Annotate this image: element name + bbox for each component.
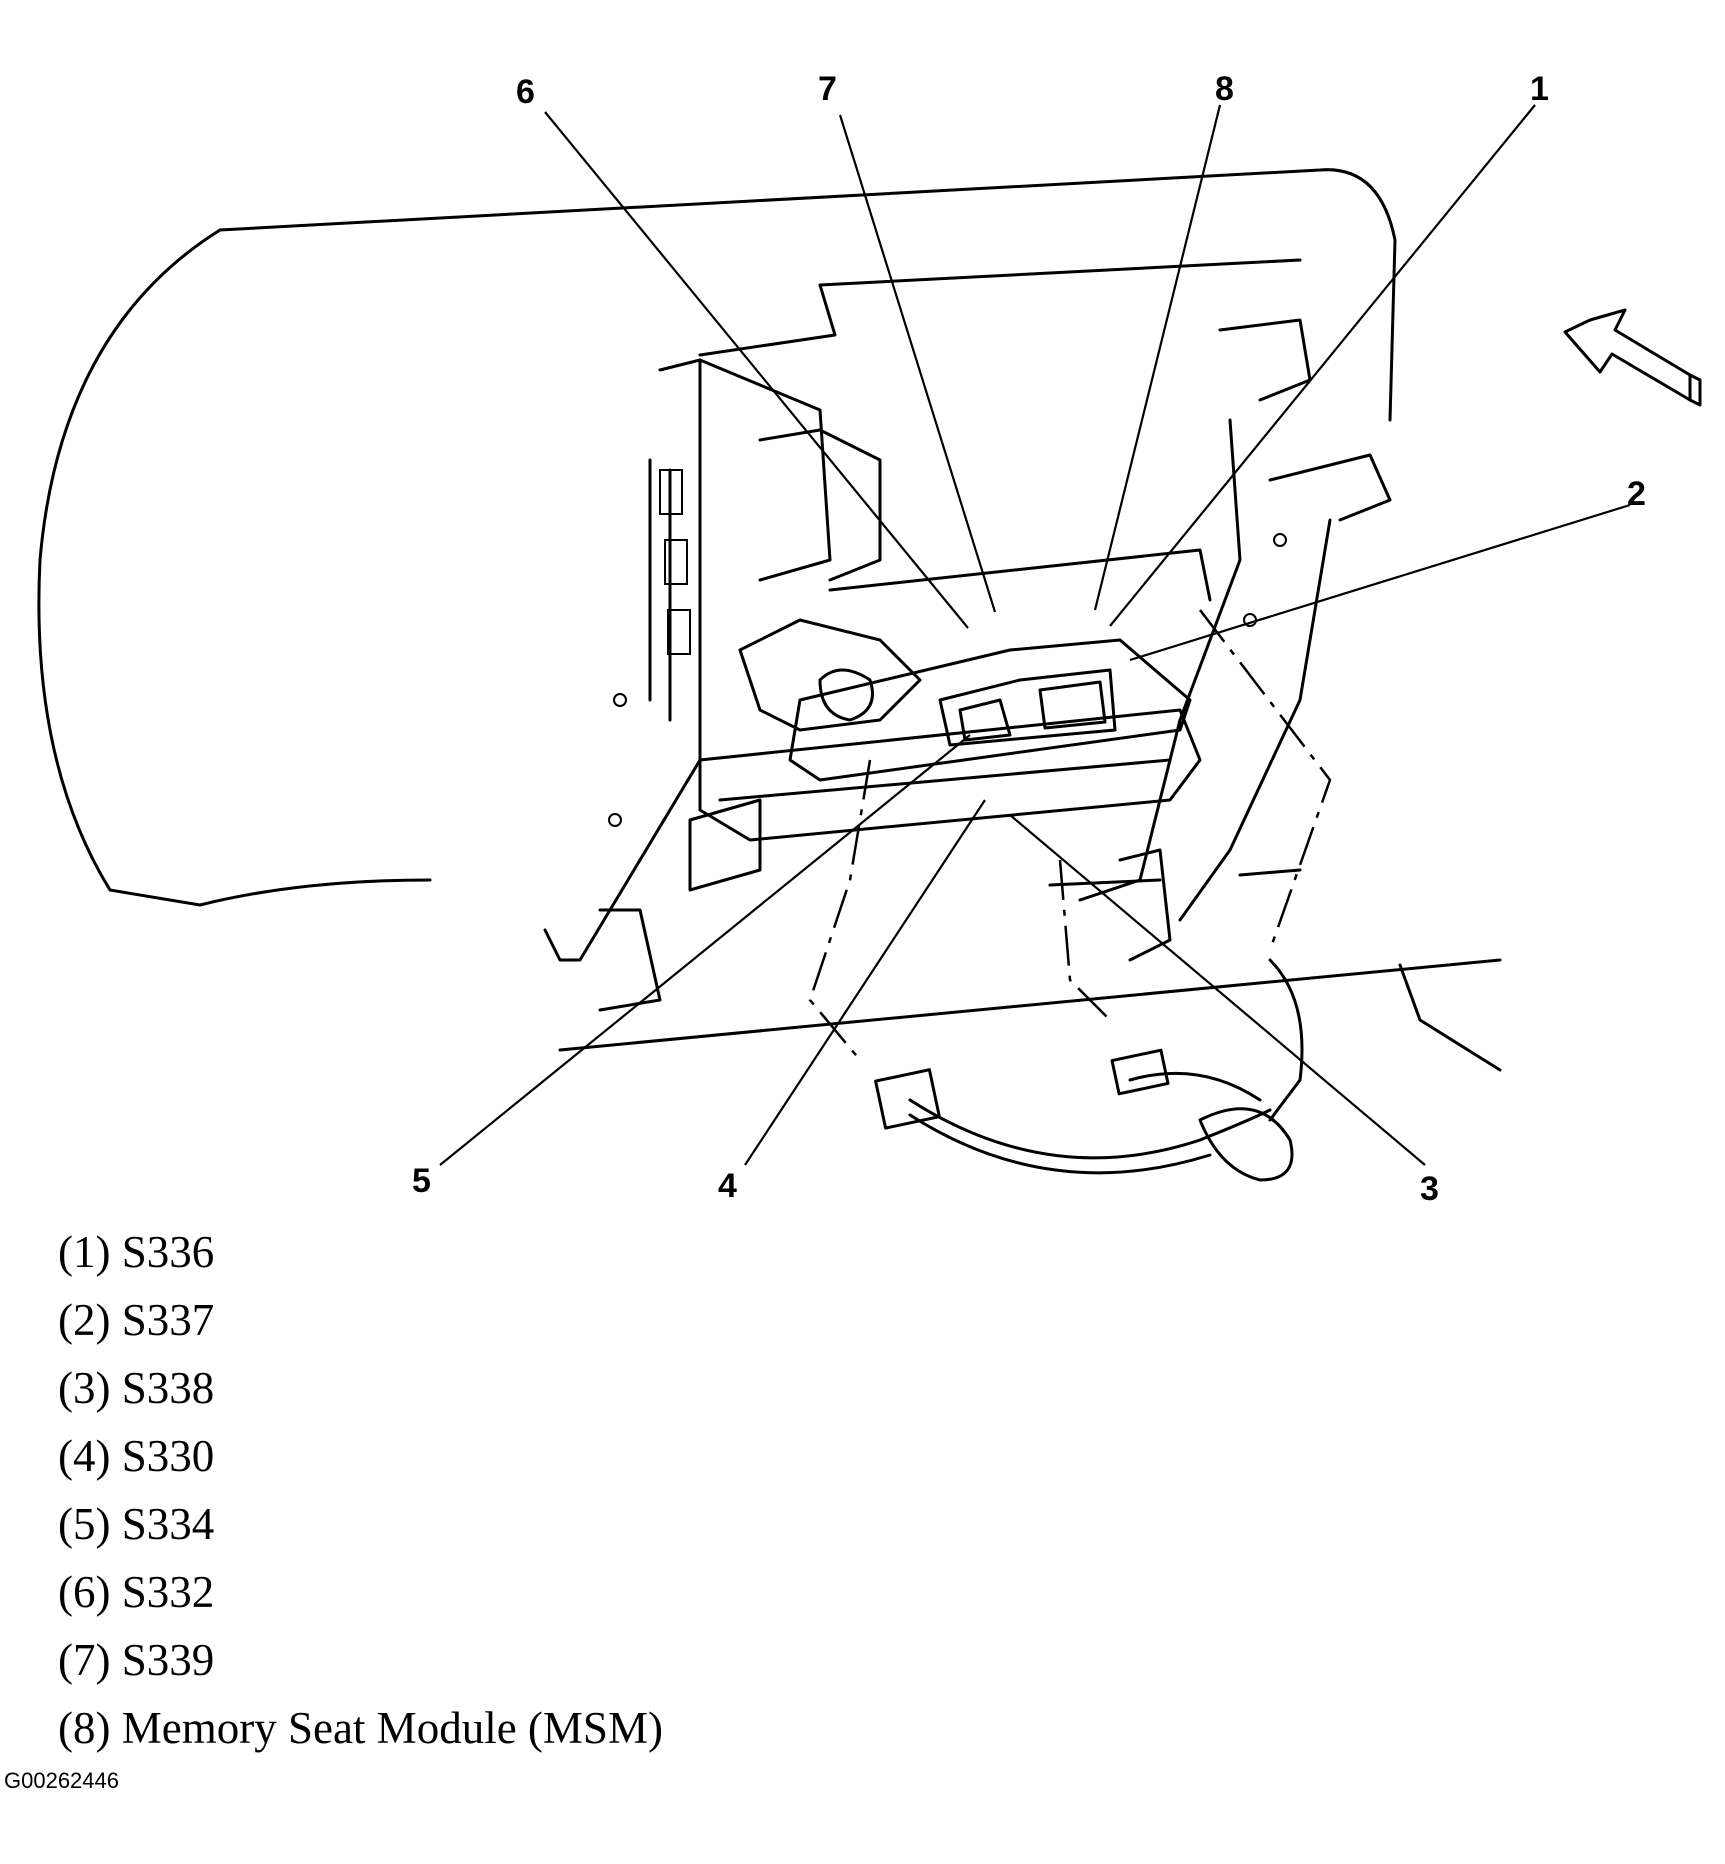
legend-text: S336 xyxy=(121,1227,215,1277)
callout-5: 5 xyxy=(412,1162,431,1200)
legend-item: (3) S338 xyxy=(58,1354,663,1422)
callout-labels: 1 2 3 4 5 6 7 8 xyxy=(412,70,1646,1208)
legend-text: Memory Seat Module (MSM) xyxy=(121,1703,663,1753)
legend-number: (1) xyxy=(58,1227,111,1277)
seat-cushion xyxy=(37,168,1502,1072)
leader-lines xyxy=(439,104,1631,1166)
left-seat-track xyxy=(543,358,882,1012)
legend-item: (4) S330 xyxy=(58,1422,663,1490)
legend-text: S330 xyxy=(121,1431,215,1481)
wire-harness xyxy=(808,609,1332,1182)
legend-item: (8) Memory Seat Module (MSM) xyxy=(58,1694,663,1762)
legend-text: S338 xyxy=(121,1363,215,1413)
seat-wiring-illustration: 1 2 3 4 5 6 7 8 xyxy=(37,70,1702,1208)
legend-item: (7) S339 xyxy=(58,1626,663,1694)
legend-text: S334 xyxy=(121,1499,215,1549)
legend-number: (3) xyxy=(58,1363,111,1413)
callout-3: 3 xyxy=(1420,1170,1439,1208)
parts-legend: (1) S336 (2) S337 (3) S338 (4) S330 (5) … xyxy=(58,1218,663,1762)
legend-item: (2) S337 xyxy=(58,1286,663,1354)
legend-text: S332 xyxy=(121,1567,215,1617)
callout-2: 2 xyxy=(1627,475,1646,513)
direction-arrow-icon xyxy=(1563,308,1702,407)
legend-item: (1) S336 xyxy=(58,1218,663,1286)
legend-item: (6) S332 xyxy=(58,1558,663,1626)
seat-motor xyxy=(688,618,922,892)
legend-number: (5) xyxy=(58,1499,111,1549)
legend-text: S339 xyxy=(121,1635,215,1685)
legend-number: (2) xyxy=(58,1295,111,1345)
callout-1: 1 xyxy=(1530,70,1549,108)
legend-number: (7) xyxy=(58,1635,111,1685)
right-seat-track xyxy=(1078,318,1392,962)
legend-item: (5) S334 xyxy=(58,1490,663,1558)
figure-id: G00262446 xyxy=(4,1768,119,1793)
callout-6: 6 xyxy=(516,73,535,111)
legend-text: S337 xyxy=(121,1295,215,1345)
legend-number: (6) xyxy=(58,1567,111,1617)
callout-4: 4 xyxy=(718,1167,737,1205)
memory-seat-module xyxy=(698,548,1212,842)
callout-8: 8 xyxy=(1215,70,1234,108)
legend-number: (8) xyxy=(58,1703,111,1753)
legend-number: (4) xyxy=(58,1431,111,1481)
callout-7: 7 xyxy=(818,70,837,108)
